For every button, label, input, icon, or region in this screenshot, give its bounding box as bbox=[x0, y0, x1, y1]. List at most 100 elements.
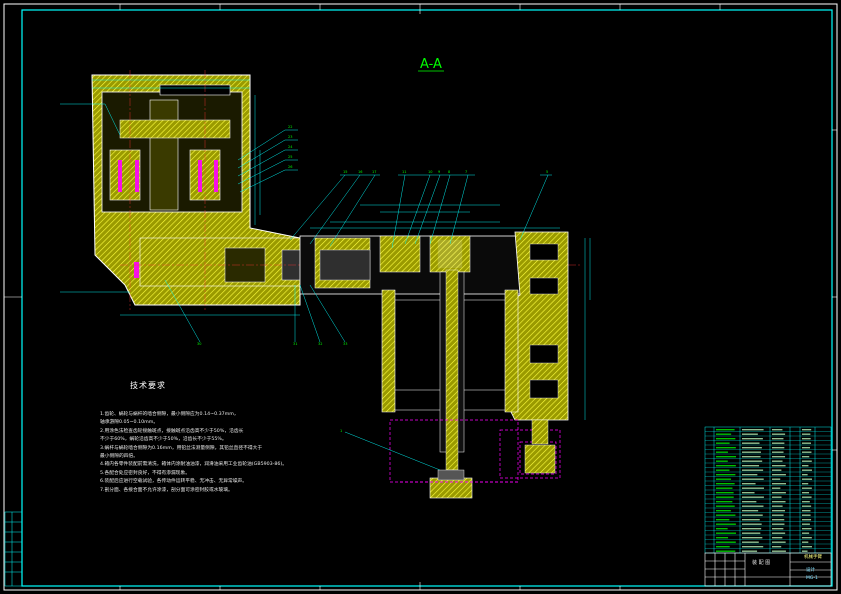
parts-list-cell-mark bbox=[802, 447, 811, 449]
zone-ticks bbox=[4, 4, 837, 590]
parts-list-cell-mark bbox=[742, 532, 761, 534]
gearbox-housing bbox=[91, 70, 580, 310]
parts-list-cell-mark bbox=[772, 501, 786, 503]
parts-list-cell-mark bbox=[742, 451, 761, 453]
parts-list-cell-mark bbox=[772, 541, 786, 543]
left-strip bbox=[4, 511, 23, 587]
parts-list-cell-mark bbox=[742, 546, 764, 548]
parts-list-cell-mark bbox=[772, 546, 782, 548]
parts-list-cell-mark bbox=[742, 528, 762, 530]
parts-list-cell-mark bbox=[716, 474, 736, 476]
parts-list-cell-mark bbox=[716, 541, 736, 543]
parts-list-cell-mark bbox=[802, 465, 809, 467]
technical-requirement-line: 4.箱内各零件装配前需清洗，箱体内涂耐油油漆，润滑油采用工业齿轮油(GB5903… bbox=[100, 461, 288, 468]
parts-list-cell-mark bbox=[802, 483, 809, 485]
parts-list-cell-mark bbox=[772, 474, 786, 476]
parts-list-cell-mark bbox=[742, 505, 764, 507]
parts-list-cell-mark bbox=[742, 478, 764, 480]
inner-frame bbox=[21, 9, 833, 587]
technical-requirement-line: 轴承游隙0.05~0.10mm。 bbox=[100, 419, 159, 426]
parts-list-cell-mark bbox=[802, 433, 811, 435]
parts-list-cell-mark bbox=[772, 438, 784, 440]
parts-list-cell-mark bbox=[772, 469, 782, 471]
parts-list-cell-mark bbox=[772, 433, 786, 435]
parts-list-cell-mark bbox=[716, 510, 731, 512]
svg-text:17: 17 bbox=[372, 170, 376, 174]
parts-list-cell-mark bbox=[716, 550, 736, 552]
parts-list-cell-mark bbox=[802, 438, 811, 440]
parts-list-cell-mark bbox=[802, 510, 811, 512]
parts-list-cell-mark bbox=[742, 492, 755, 494]
parts-list-cell-mark bbox=[772, 483, 786, 485]
parts-list-cell-mark bbox=[802, 546, 812, 548]
svg-text:16: 16 bbox=[358, 170, 362, 174]
parts-list-cell-mark bbox=[716, 478, 732, 480]
parts-list-cell-mark bbox=[802, 532, 810, 534]
parts-list-cell-mark bbox=[772, 442, 785, 444]
parts-list-cell-mark bbox=[802, 528, 812, 530]
parts-list-cell-mark bbox=[742, 483, 756, 485]
technical-requirement-line: 7.剖分面、各接合面不允许涂漆，剖分面可涂密封胶或水玻璃。 bbox=[100, 486, 233, 493]
parts-list-cell-mark bbox=[742, 438, 763, 440]
parts-list-cell-mark bbox=[802, 487, 812, 489]
parts-list-cell-mark bbox=[772, 487, 781, 489]
parts-list-cell-mark bbox=[716, 429, 735, 431]
parts-list-cell-mark bbox=[716, 433, 732, 435]
parts-list-cell-mark bbox=[772, 465, 786, 467]
parts-list-cell-mark bbox=[802, 519, 812, 521]
parts-list-cell-mark bbox=[802, 537, 812, 539]
parts-list-cell-mark bbox=[802, 514, 811, 516]
parts-list-cell-mark bbox=[802, 456, 810, 458]
parts-list-cell-mark bbox=[716, 460, 728, 462]
parts-list-cell-mark bbox=[772, 478, 781, 480]
parts-list-cell-mark bbox=[772, 496, 782, 498]
parts-list-cell-mark bbox=[716, 532, 736, 534]
parts-list-cell-mark bbox=[716, 514, 736, 516]
svg-text:1: 1 bbox=[340, 429, 342, 433]
title-block-subtitle: 机械手臂 bbox=[804, 555, 822, 560]
parts-list-cell-mark bbox=[716, 447, 736, 449]
parts-list-cell-mark bbox=[802, 550, 808, 552]
title-block-drawing-number: MG-1 bbox=[806, 576, 818, 581]
parts-list-cell-mark bbox=[802, 492, 810, 494]
parts-list-cell-mark bbox=[772, 519, 785, 521]
svg-text:23: 23 bbox=[288, 135, 292, 139]
svg-text:22: 22 bbox=[288, 125, 292, 129]
title-block-title: 装 配 图 bbox=[752, 560, 771, 566]
svg-text:26: 26 bbox=[288, 165, 292, 169]
technical-requirement-line: 3.蜗杆与蜗轮啮合侧隙为0.16mm，用铅丝法测量侧隙，其铅丝直径不得大于 bbox=[100, 444, 263, 451]
parts-list-cell-mark bbox=[742, 519, 760, 521]
parts-list-cell-mark bbox=[716, 465, 736, 467]
parts-list-cell-mark bbox=[772, 447, 785, 449]
parts-list-text bbox=[716, 429, 812, 552]
parts-list-cell-mark bbox=[716, 523, 736, 525]
svg-text:25: 25 bbox=[288, 155, 292, 159]
parts-list-cell-mark bbox=[716, 492, 734, 494]
parts-list-cell-mark bbox=[802, 505, 812, 507]
parts-list-cell-mark bbox=[716, 519, 730, 521]
parts-list-cell-mark bbox=[802, 460, 812, 462]
dimension-lines bbox=[60, 79, 591, 471]
svg-text:5: 5 bbox=[546, 170, 548, 174]
parts-list-cell-mark bbox=[742, 442, 760, 444]
parts-list-cell-mark bbox=[716, 451, 728, 453]
svg-text:30: 30 bbox=[197, 342, 201, 346]
parts-list-cell-mark bbox=[742, 469, 764, 471]
technical-requirement-line: 5.各配合处应密封良好，不得有渗漏现象。 bbox=[100, 469, 191, 476]
parts-list-cell-mark bbox=[716, 496, 734, 498]
parts-list-cell-mark bbox=[742, 460, 763, 462]
title-block-company: 设计 bbox=[806, 568, 815, 573]
parts-list-cell-mark bbox=[716, 537, 729, 539]
svg-text:24: 24 bbox=[288, 145, 293, 149]
svg-text:8: 8 bbox=[448, 170, 450, 174]
parts-list-cell-mark bbox=[772, 510, 785, 512]
svg-text:11: 11 bbox=[402, 170, 406, 174]
parts-list-cell-mark bbox=[772, 523, 785, 525]
parts-list-cell-mark bbox=[742, 429, 764, 431]
parts-list-cell-mark bbox=[772, 460, 783, 462]
svg-text:10: 10 bbox=[428, 170, 432, 174]
parts-list-cell-mark bbox=[742, 447, 762, 449]
parts-list-cell-mark bbox=[742, 537, 763, 539]
